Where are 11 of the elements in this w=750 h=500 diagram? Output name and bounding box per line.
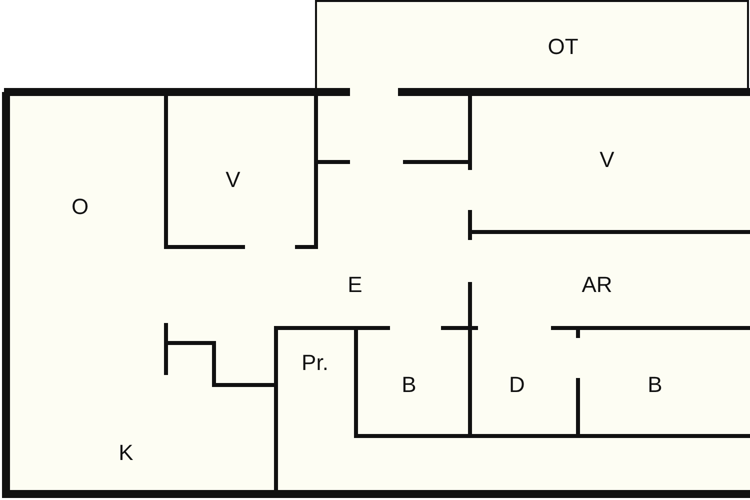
room-label: B bbox=[402, 372, 416, 398]
room-label: V bbox=[226, 167, 240, 193]
room-label: K bbox=[118, 440, 134, 466]
room-label: O bbox=[71, 194, 89, 220]
room-label: Pr. bbox=[302, 350, 328, 376]
room-label: E bbox=[348, 272, 362, 298]
room-label: V bbox=[600, 147, 614, 173]
room-label: D bbox=[509, 372, 525, 398]
room-label: AR bbox=[582, 272, 612, 298]
room-label: OT bbox=[548, 34, 578, 60]
room-label: B bbox=[648, 372, 662, 398]
